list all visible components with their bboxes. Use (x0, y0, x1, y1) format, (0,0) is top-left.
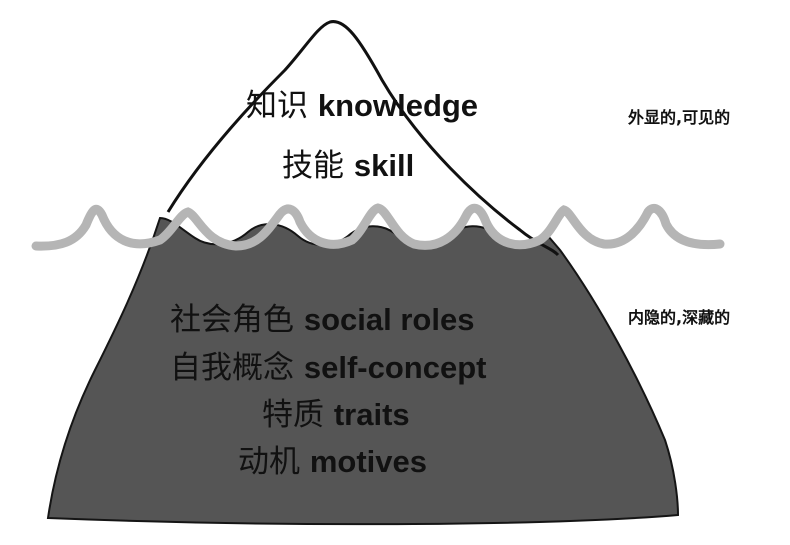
layer-skill: 技能 skill (282, 148, 414, 184)
layer-motives-zh: 动机 (238, 444, 300, 480)
layer-skill-zh: 技能 (282, 148, 344, 184)
layer-social-roles-en: social roles (303, 302, 475, 337)
layer-knowledge-en: knowledge (317, 88, 479, 123)
watermark-text: @熊娃阅动 (689, 505, 774, 525)
layer-self-concept: 自我概念 self-concept (170, 350, 486, 386)
waterline-waves (31, 203, 725, 251)
layer-traits-en: traits (333, 397, 410, 432)
layer-social-roles: 社会角色 social roles (170, 302, 474, 338)
layer-skill-en: skill (353, 148, 415, 183)
side-label-hidden: 内隐的,深藏的 (628, 308, 731, 327)
side-label-visible: 外显的,可见的 (628, 108, 731, 127)
layer-motives: 动机 motives (238, 444, 427, 480)
layer-traits: 特质 traits (262, 397, 410, 433)
iceberg-tip-outline (166, 20, 560, 257)
layer-self-concept-zh: 自我概念 (170, 350, 294, 386)
layer-traits-zh: 特质 (262, 397, 324, 433)
layer-social-roles-zh: 社会角色 (170, 302, 294, 338)
layer-motives-en: motives (309, 444, 428, 479)
layer-knowledge-zh: 知识 (246, 88, 308, 124)
watermark: @熊娃阅动 (689, 500, 774, 525)
layer-knowledge: 知识 knowledge (246, 88, 478, 124)
iceberg-submerged-body (46, 216, 680, 526)
layer-self-concept-en: self-concept (303, 350, 487, 385)
